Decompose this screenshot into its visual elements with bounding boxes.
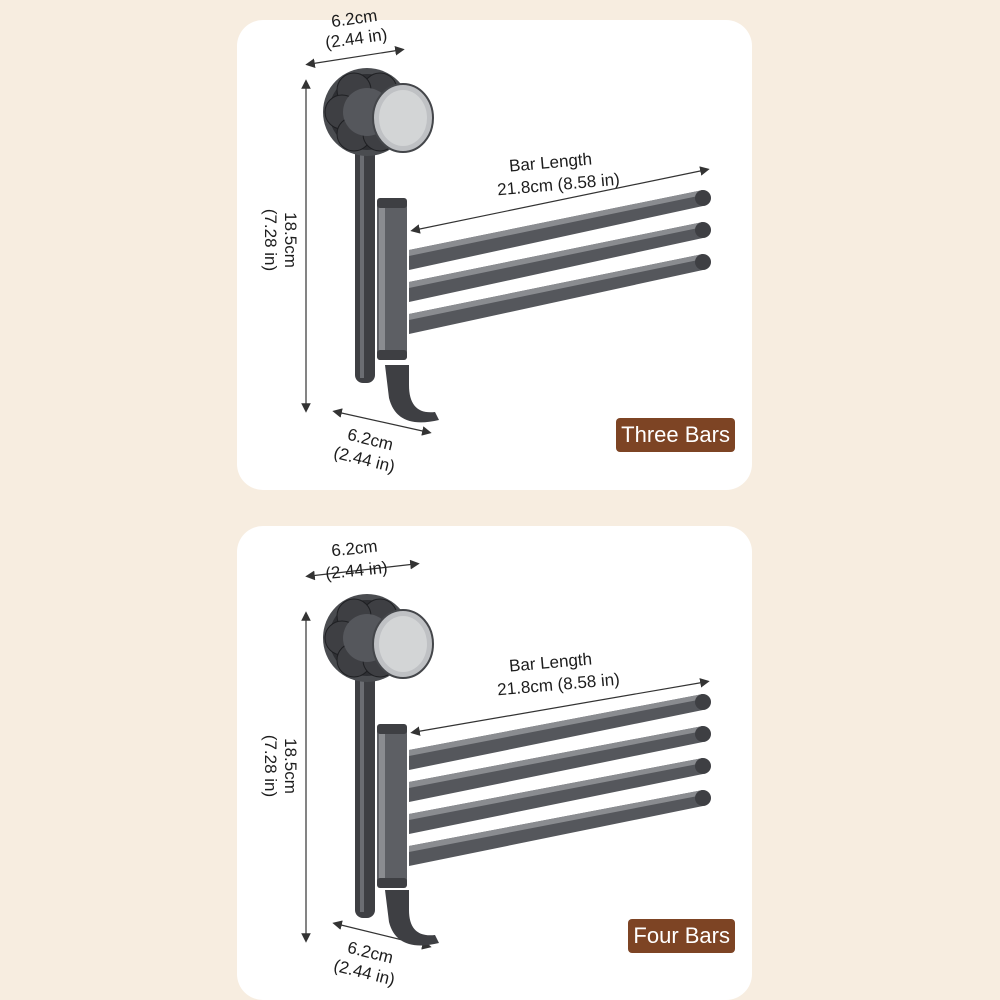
bottom-width-line: [332, 408, 432, 436]
top-width-in: (2.44 in): [324, 558, 388, 583]
towel-bar: [409, 758, 711, 834]
height-in: (7.28 in): [261, 735, 280, 797]
variant-badge: Four Bars: [628, 919, 735, 953]
hook-icon: [385, 365, 439, 423]
top-width-cm: 6.2cm: [330, 537, 378, 561]
towel-bars: [409, 190, 711, 334]
towel-rack-illustration: 6.2cm (2.44 in) 18.5cm (7.28 in) Bar Len…: [261, 6, 711, 476]
top-width-line: [305, 559, 420, 581]
height-cm: 18.5cm: [281, 212, 300, 268]
height-cm: 18.5cm: [281, 738, 300, 794]
towel-bar: [409, 222, 711, 302]
mounting-pole: [355, 656, 407, 918]
towel-bar: [409, 190, 711, 270]
bar-length-line: [410, 166, 710, 234]
product-panel-three-bars: 6.2cm (2.44 in) 18.5cm (7.28 in) Bar Len…: [237, 6, 752, 490]
variant-badge: Three Bars: [616, 418, 735, 452]
product-panel-four-bars: 6.2cm (2.44 in) 18.5cm (7.28 in) Bar Len…: [237, 526, 752, 1000]
bar-length-title: Bar Length: [508, 149, 593, 175]
height-in: (7.28 in): [261, 209, 280, 271]
suction-cup-icon: [323, 68, 434, 156]
towel-bar: [409, 790, 711, 866]
towel-bars: [409, 694, 711, 866]
suction-cup-icon: [323, 594, 434, 682]
towel-bar: [409, 726, 711, 802]
hook-icon: [385, 890, 439, 946]
towel-rack-illustration: 6.2cm (2.44 in) 18.5cm (7.28 in) Bar Len…: [261, 537, 711, 989]
mounting-pole: [355, 128, 407, 383]
bar-length-title: Bar Length: [508, 649, 593, 675]
top-width-line: [305, 45, 405, 69]
towel-bar: [409, 254, 711, 334]
bar-length-line: [410, 678, 710, 736]
towel-bar: [409, 694, 711, 770]
